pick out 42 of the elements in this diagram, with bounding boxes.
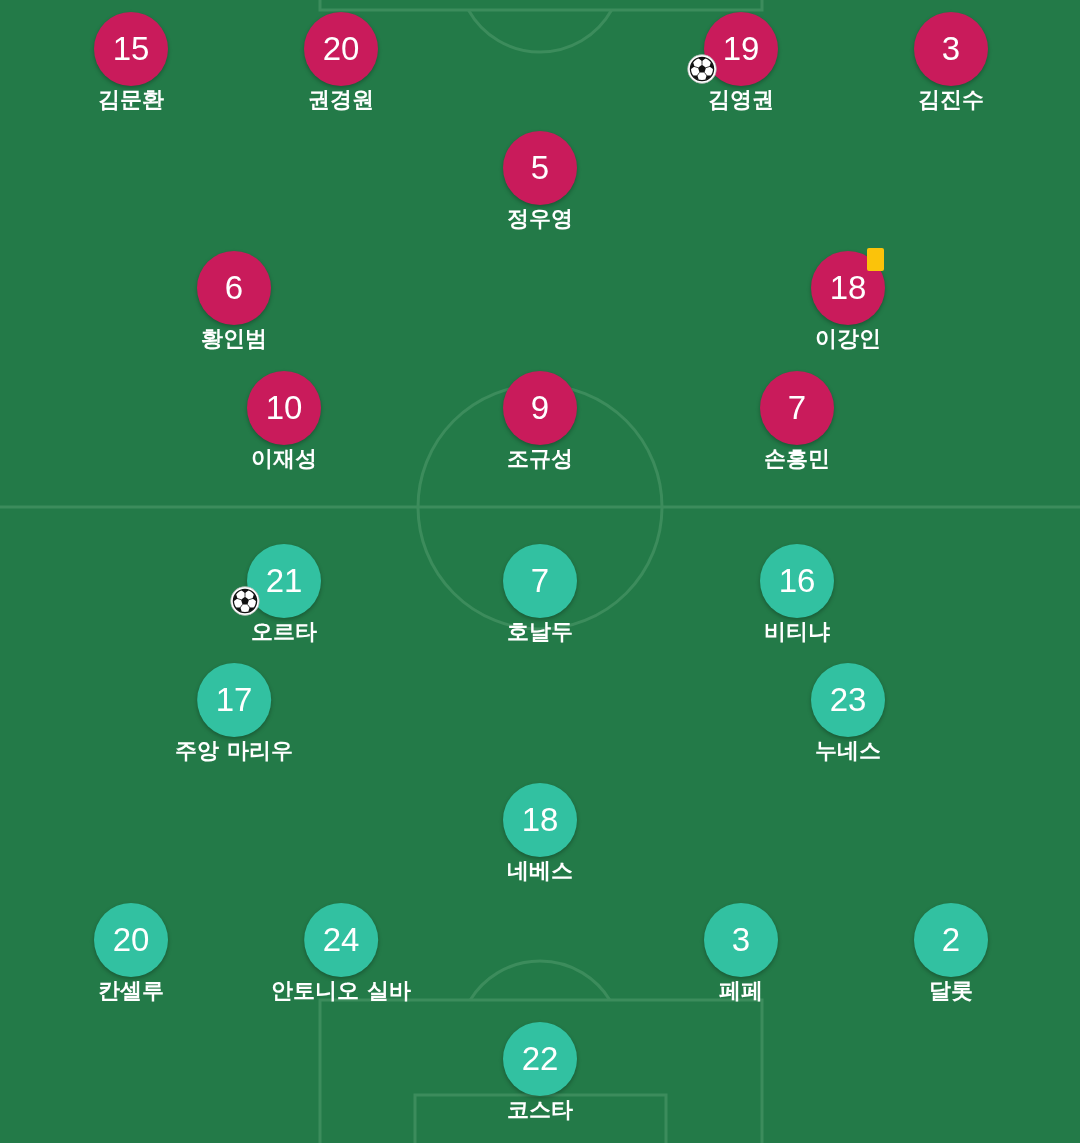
player-marker: 17 xyxy=(197,663,271,737)
player-marker: 7 xyxy=(503,544,577,618)
player-name: 이재성 xyxy=(251,446,317,472)
player-marker: 18 xyxy=(811,251,885,325)
player-name: 안토니오 실바 xyxy=(271,978,411,1004)
player-name: 누네스 xyxy=(815,738,881,764)
player-marker: 6 xyxy=(197,251,271,325)
player-name: 김영권 xyxy=(708,87,774,113)
player-name: 호날두 xyxy=(507,619,573,645)
player-name: 김문환 xyxy=(98,87,164,113)
player-name: 정우영 xyxy=(507,206,573,232)
player-name: 칸셀루 xyxy=(98,978,164,1004)
player-marker: 16 xyxy=(760,544,834,618)
player-marker: 23 xyxy=(811,663,885,737)
player-marker: 9 xyxy=(503,371,577,445)
player-name: 달롯 xyxy=(929,978,973,1004)
player-name: 페페 xyxy=(719,978,763,1004)
player-marker: 2 xyxy=(914,903,988,977)
player-marker: 5 xyxy=(503,131,577,205)
player-marker: 21 xyxy=(247,544,321,618)
player-name: 주앙 마리우 xyxy=(175,738,293,764)
player-marker: 19 xyxy=(704,12,778,86)
player-marker: 22 xyxy=(503,1022,577,1096)
player-name: 비티냐 xyxy=(764,619,830,645)
player-marker: 20 xyxy=(304,12,378,86)
player-name: 이강인 xyxy=(815,326,881,352)
player-marker: 10 xyxy=(247,371,321,445)
player-name: 네베스 xyxy=(507,858,573,884)
player-marker: 20 xyxy=(94,903,168,977)
player-marker: 3 xyxy=(704,903,778,977)
player-name: 권경원 xyxy=(308,87,374,113)
player-name: 코스타 xyxy=(507,1097,573,1123)
player-name: 김진수 xyxy=(918,87,984,113)
player-marker: 15 xyxy=(94,12,168,86)
player-marker: 18 xyxy=(503,783,577,857)
player-marker: 7 xyxy=(760,371,834,445)
player-marker: 3 xyxy=(914,12,988,86)
player-name: 오르타 xyxy=(251,619,317,645)
player-marker: 24 xyxy=(304,903,378,977)
player-name: 황인범 xyxy=(201,326,267,352)
player-name: 손흥민 xyxy=(764,446,830,472)
player-name: 조규성 xyxy=(507,446,573,472)
